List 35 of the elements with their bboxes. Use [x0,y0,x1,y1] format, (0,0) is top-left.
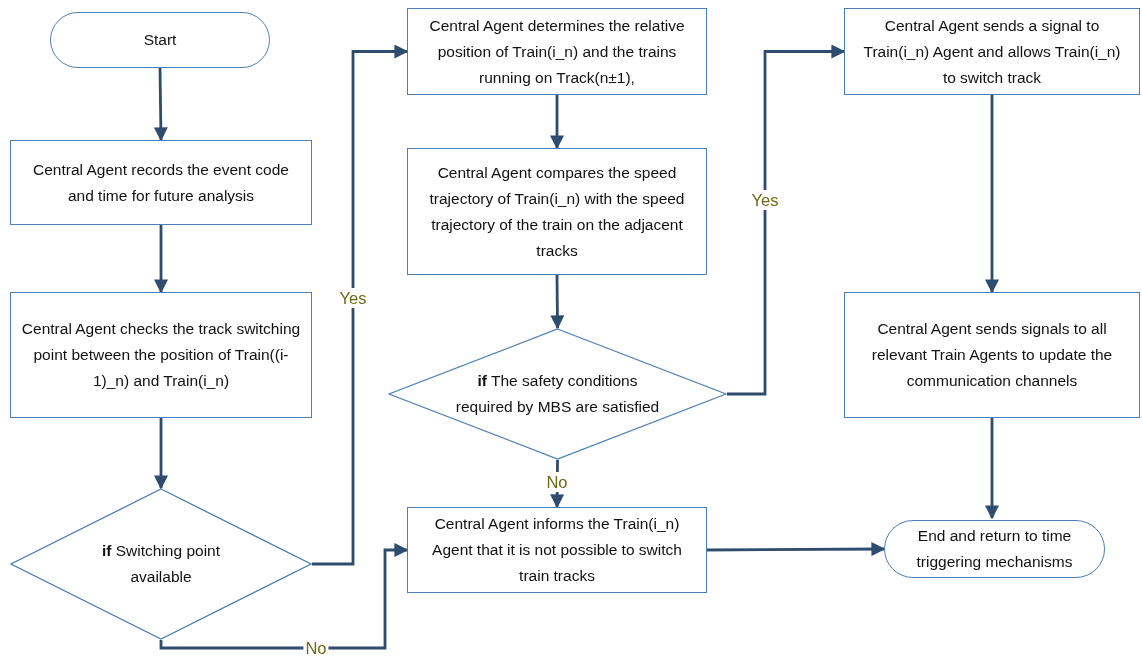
process-box [844,8,1140,95]
condition-text: if The safety conditions required by MBS are satisfied [454,371,661,417]
edge-label: No [544,472,570,492]
arrow [312,44,409,566]
step-text: Central Agent records the event code and time for future analysis [32,159,290,206]
decision-diamond [10,488,312,640]
arrow [154,418,168,490]
process-box [407,8,707,95]
process-box [10,140,312,225]
arrow [550,95,564,150]
arrow [159,543,409,650]
arrow [153,68,168,142]
arrow [707,542,886,557]
step-text: Central Agent compares the speed trajectory of Train(i_n) with the speed trajectory of the train on the adjacent tracks [428,162,686,261]
step-text: Central Agent determines the relative position of Train(i_n) and the trains running on Track(n±1), [428,15,686,88]
step-text: Central Agent informs the Train(i_n) Agent that it is not possible to switch train tracks [431,514,683,586]
step-text: End and return to time triggering mechanisms [915,526,1074,572]
arrow [985,95,999,294]
process-box [844,292,1140,418]
terminal-box [50,12,270,68]
process-box [407,507,707,593]
condition-text: if Switching point available [101,541,221,587]
step-text: Start [143,30,177,50]
arrow [550,275,565,330]
arrow [727,44,846,396]
edge-label: Yes [337,288,369,308]
process-box [407,148,707,275]
process-box [10,292,312,418]
step-text: Central Agent sends a signal to Train(i_n) Agent and allows Train(i_n) to switch track [862,15,1122,88]
arrow [154,225,168,294]
step-text: Central Agent sends signals to all relevant Train Agents to update the communication channels [870,319,1114,391]
arrow [985,418,999,520]
decision-diamond [388,328,727,460]
step-text: Central Agent checks the track switching point between the position of Train((i-1)_n) and Train(i_n) [21,319,301,391]
edge-label: Yes [749,190,781,210]
